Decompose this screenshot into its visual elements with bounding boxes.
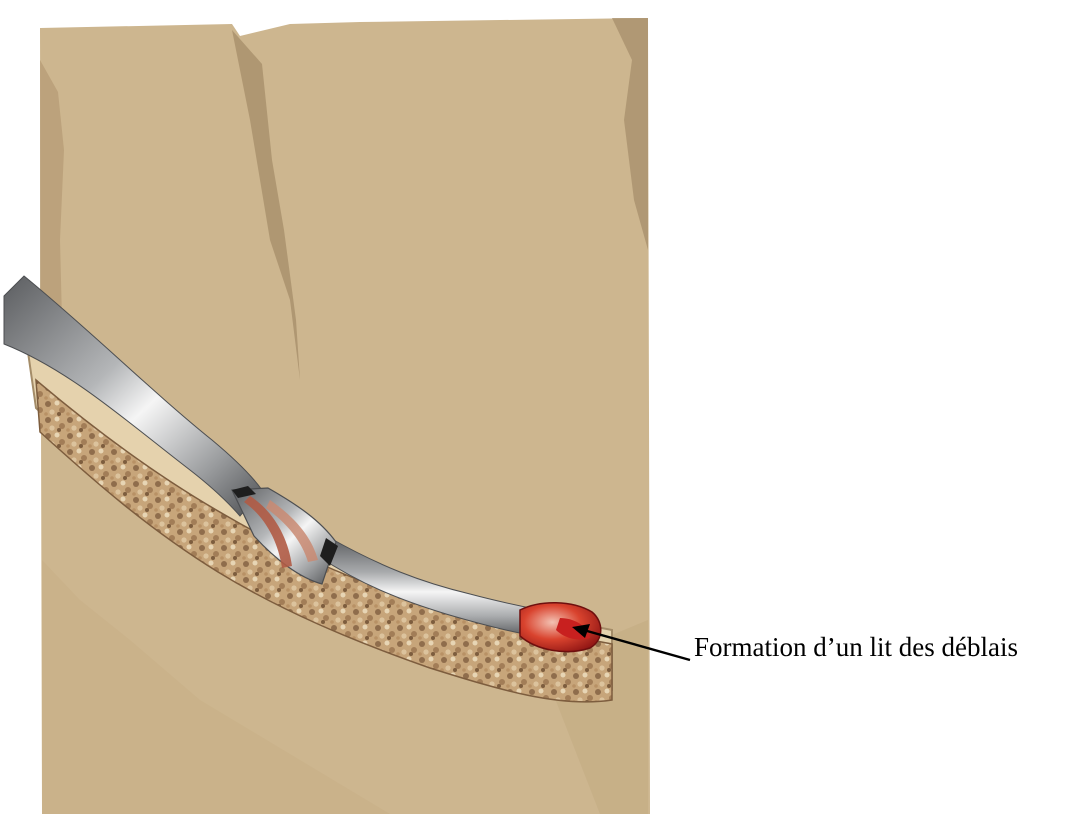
cuttings-bed-label: Formation d’un lit des déblais [694, 634, 1018, 661]
